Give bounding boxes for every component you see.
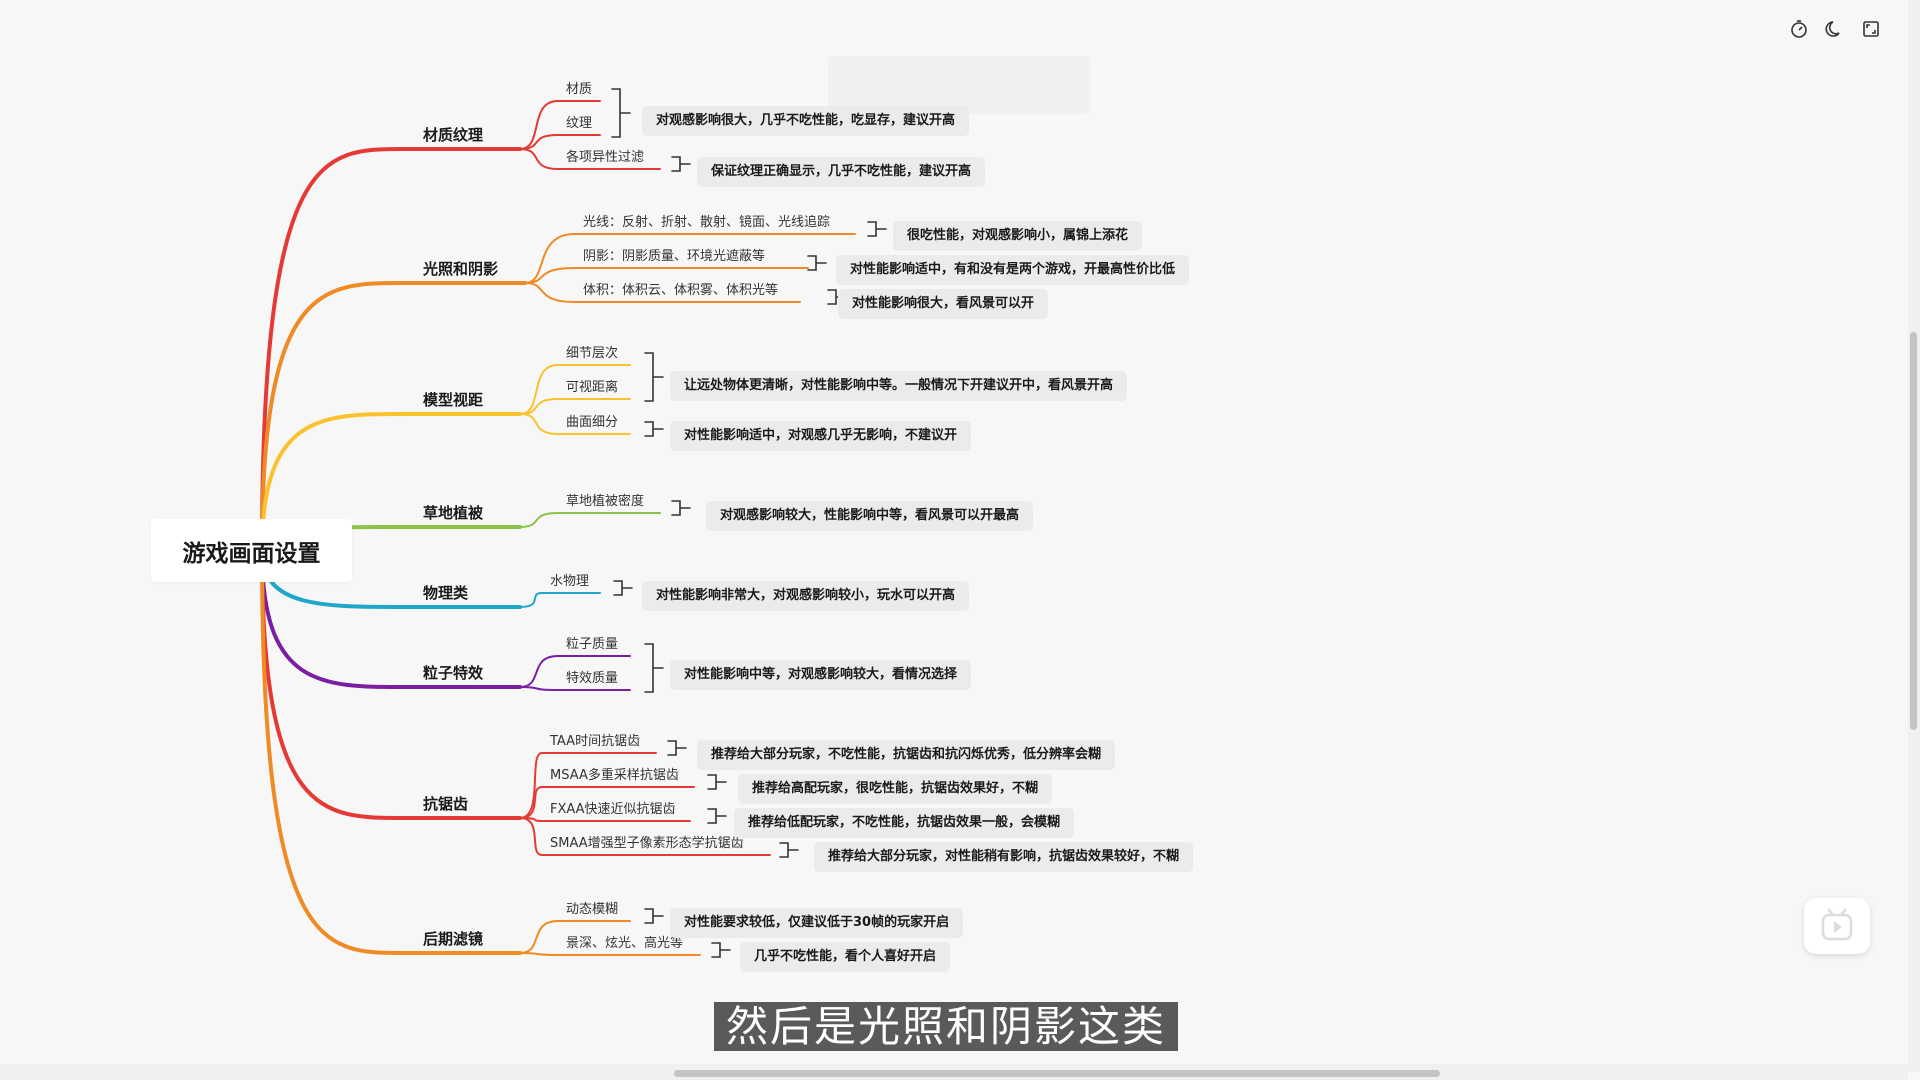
- top-toolbar: [1788, 18, 1882, 40]
- leaf-connector: [519, 655, 631, 688]
- leaf-label[interactable]: 各项异性过滤: [566, 150, 645, 165]
- vertical-scroll-thumb[interactable]: [1910, 332, 1917, 730]
- leaf-label[interactable]: FXAA快速近似抗锯齿: [550, 802, 676, 817]
- leaf-label[interactable]: 材质: [566, 82, 593, 97]
- group-bracket: [867, 221, 887, 237]
- note-box[interactable]: 对性能影响中等，对观感影响较大，看情况选择: [670, 660, 972, 690]
- group-bracket: [611, 88, 631, 138]
- branch-connector: [260, 147, 522, 553]
- video-subtitle: 然后是光照和阴影这类: [714, 1002, 1179, 1051]
- branch-label[interactable]: 抗锯齿: [423, 795, 469, 813]
- group-bracket: [671, 500, 691, 516]
- note-box[interactable]: 对性能影响非常大，对观感影响较小，玩水可以开高: [642, 581, 970, 611]
- branch-connector: [260, 549, 522, 955]
- play-icon: [1821, 908, 1853, 941]
- group-bracket: [807, 255, 827, 271]
- leaf-connector: [519, 817, 771, 856]
- ghost-panel: [828, 56, 1090, 114]
- leaf-connector: [519, 413, 631, 435]
- note-box[interactable]: 让远处物体更清晰，对性能影响中等。一般情况下开建议开中，看风景开高: [670, 371, 1128, 401]
- branch-connector: [260, 549, 522, 820]
- leaf-connector: [524, 282, 801, 303]
- leaf-connector: [519, 100, 601, 150]
- leaf-label[interactable]: 草地植被密度: [566, 494, 645, 509]
- leaf-connector: [519, 786, 695, 819]
- leaf-connector: [519, 398, 631, 415]
- moon-icon[interactable]: [1824, 18, 1846, 40]
- group-bracket: [644, 643, 664, 693]
- note-box[interactable]: 保证纹理正确显示，几乎不吃性能，建议开高: [697, 157, 986, 187]
- group-bracket: [779, 842, 799, 858]
- leaf-label[interactable]: 光线：反射、折射、散射、镜面、光线追踪: [583, 215, 831, 230]
- note-box[interactable]: 对观感影响较大，性能影响中等，看风景可以开最高: [706, 501, 1034, 531]
- branch-connector: [260, 281, 527, 553]
- note-box[interactable]: 推荐给高配玩家，很吃性能，抗锯齿效果好，不糊: [738, 774, 1053, 804]
- note-box[interactable]: 很吃性能，对观感影响小，属锦上添花: [893, 221, 1143, 251]
- leaf-connector: [519, 686, 631, 691]
- group-bracket: [671, 156, 691, 172]
- horizontal-scrollbar[interactable]: [0, 1064, 1908, 1080]
- group-bracket: [707, 808, 727, 824]
- horizontal-scroll-thumb[interactable]: [674, 1070, 1440, 1077]
- leaf-connector: [519, 364, 631, 415]
- branch-label[interactable]: 草地植被: [423, 504, 484, 522]
- group-bracket: [644, 352, 664, 402]
- leaf-label[interactable]: 景深、炫光、高光等: [566, 936, 684, 951]
- note-box[interactable]: 对性能影响适中，对观感几乎无影响，不建议开: [670, 421, 972, 451]
- branch-connector: [260, 549, 522, 689]
- branch-label[interactable]: 材质纹理: [423, 126, 484, 144]
- leaf-label[interactable]: 特效质量: [566, 671, 619, 686]
- branch-label[interactable]: 粒子特效: [423, 664, 484, 682]
- leaf-label[interactable]: 可视距离: [566, 380, 619, 395]
- leaf-label[interactable]: 细节层次: [566, 346, 619, 361]
- leaf-label[interactable]: 体积：体积云、体积雾、体积光等: [583, 283, 779, 298]
- leaf-connector: [519, 512, 661, 528]
- note-box[interactable]: 推荐给大部分玩家，不吃性能，抗锯齿和抗闪烁优秀，低分辨率会糊: [697, 740, 1116, 770]
- note-box[interactable]: 推荐给大部分玩家，对性能稍有影响，抗锯齿效果较好，不糊: [814, 842, 1194, 872]
- note-box[interactable]: 对性能影响很大，看风景可以开: [838, 289, 1049, 319]
- leaf-connector: [519, 592, 601, 608]
- play-button[interactable]: [1804, 898, 1870, 954]
- root-node[interactable]: 游戏画面设置: [151, 519, 352, 582]
- fullscreen-icon[interactable]: [1860, 18, 1882, 40]
- leaf-connector: [519, 752, 657, 819]
- branch-connector: [260, 412, 522, 553]
- group-bracket: [667, 740, 687, 756]
- leaf-connector: [524, 267, 809, 284]
- leaf-label[interactable]: 粒子质量: [566, 637, 619, 652]
- branch-label[interactable]: 光照和阴影: [423, 260, 499, 278]
- timer-icon[interactable]: [1788, 18, 1810, 40]
- leaf-label[interactable]: 水物理: [550, 574, 590, 589]
- group-bracket: [613, 580, 633, 596]
- leaf-connector: [519, 920, 631, 954]
- leaf-label[interactable]: 纹理: [566, 116, 593, 131]
- group-bracket: [711, 942, 731, 958]
- leaf-connector: [519, 952, 701, 956]
- note-box[interactable]: 对性能要求较低，仅建议低于30帧的玩家开启: [670, 908, 964, 938]
- group-bracket: [644, 908, 664, 924]
- group-bracket: [707, 774, 727, 790]
- note-box[interactable]: 几乎不吃性能，看个人喜好开启: [740, 942, 951, 972]
- note-box[interactable]: 对性能影响适中，有和没有是两个游戏，开最高性价比低: [836, 255, 1190, 285]
- branch-label[interactable]: 后期滤镜: [423, 930, 484, 948]
- leaf-label[interactable]: 曲面细分: [566, 415, 619, 430]
- note-box[interactable]: 对观感影响很大，几乎不吃性能，吃显存，建议开高: [642, 106, 970, 136]
- branch-label[interactable]: 物理类: [423, 584, 469, 602]
- group-bracket: [644, 421, 664, 437]
- leaf-connector: [524, 233, 856, 284]
- branch-label[interactable]: 模型视距: [423, 391, 484, 409]
- leaf-label[interactable]: 动态模糊: [566, 902, 619, 917]
- vertical-scrollbar[interactable]: [1908, 0, 1920, 1072]
- leaf-label[interactable]: TAA时间抗锯齿: [550, 734, 641, 749]
- leaf-connector: [519, 134, 601, 150]
- leaf-label[interactable]: MSAA多重采样抗锯齿: [550, 768, 679, 783]
- note-box[interactable]: 推荐给低配玩家，不吃性能，抗锯齿效果一般，会模糊: [734, 808, 1075, 838]
- leaf-connector: [519, 148, 661, 170]
- leaf-label[interactable]: 阴影：阴影质量、环境光遮蔽等: [583, 249, 766, 264]
- leaf-label[interactable]: SMAA增强型子像素形态学抗锯齿: [550, 836, 744, 851]
